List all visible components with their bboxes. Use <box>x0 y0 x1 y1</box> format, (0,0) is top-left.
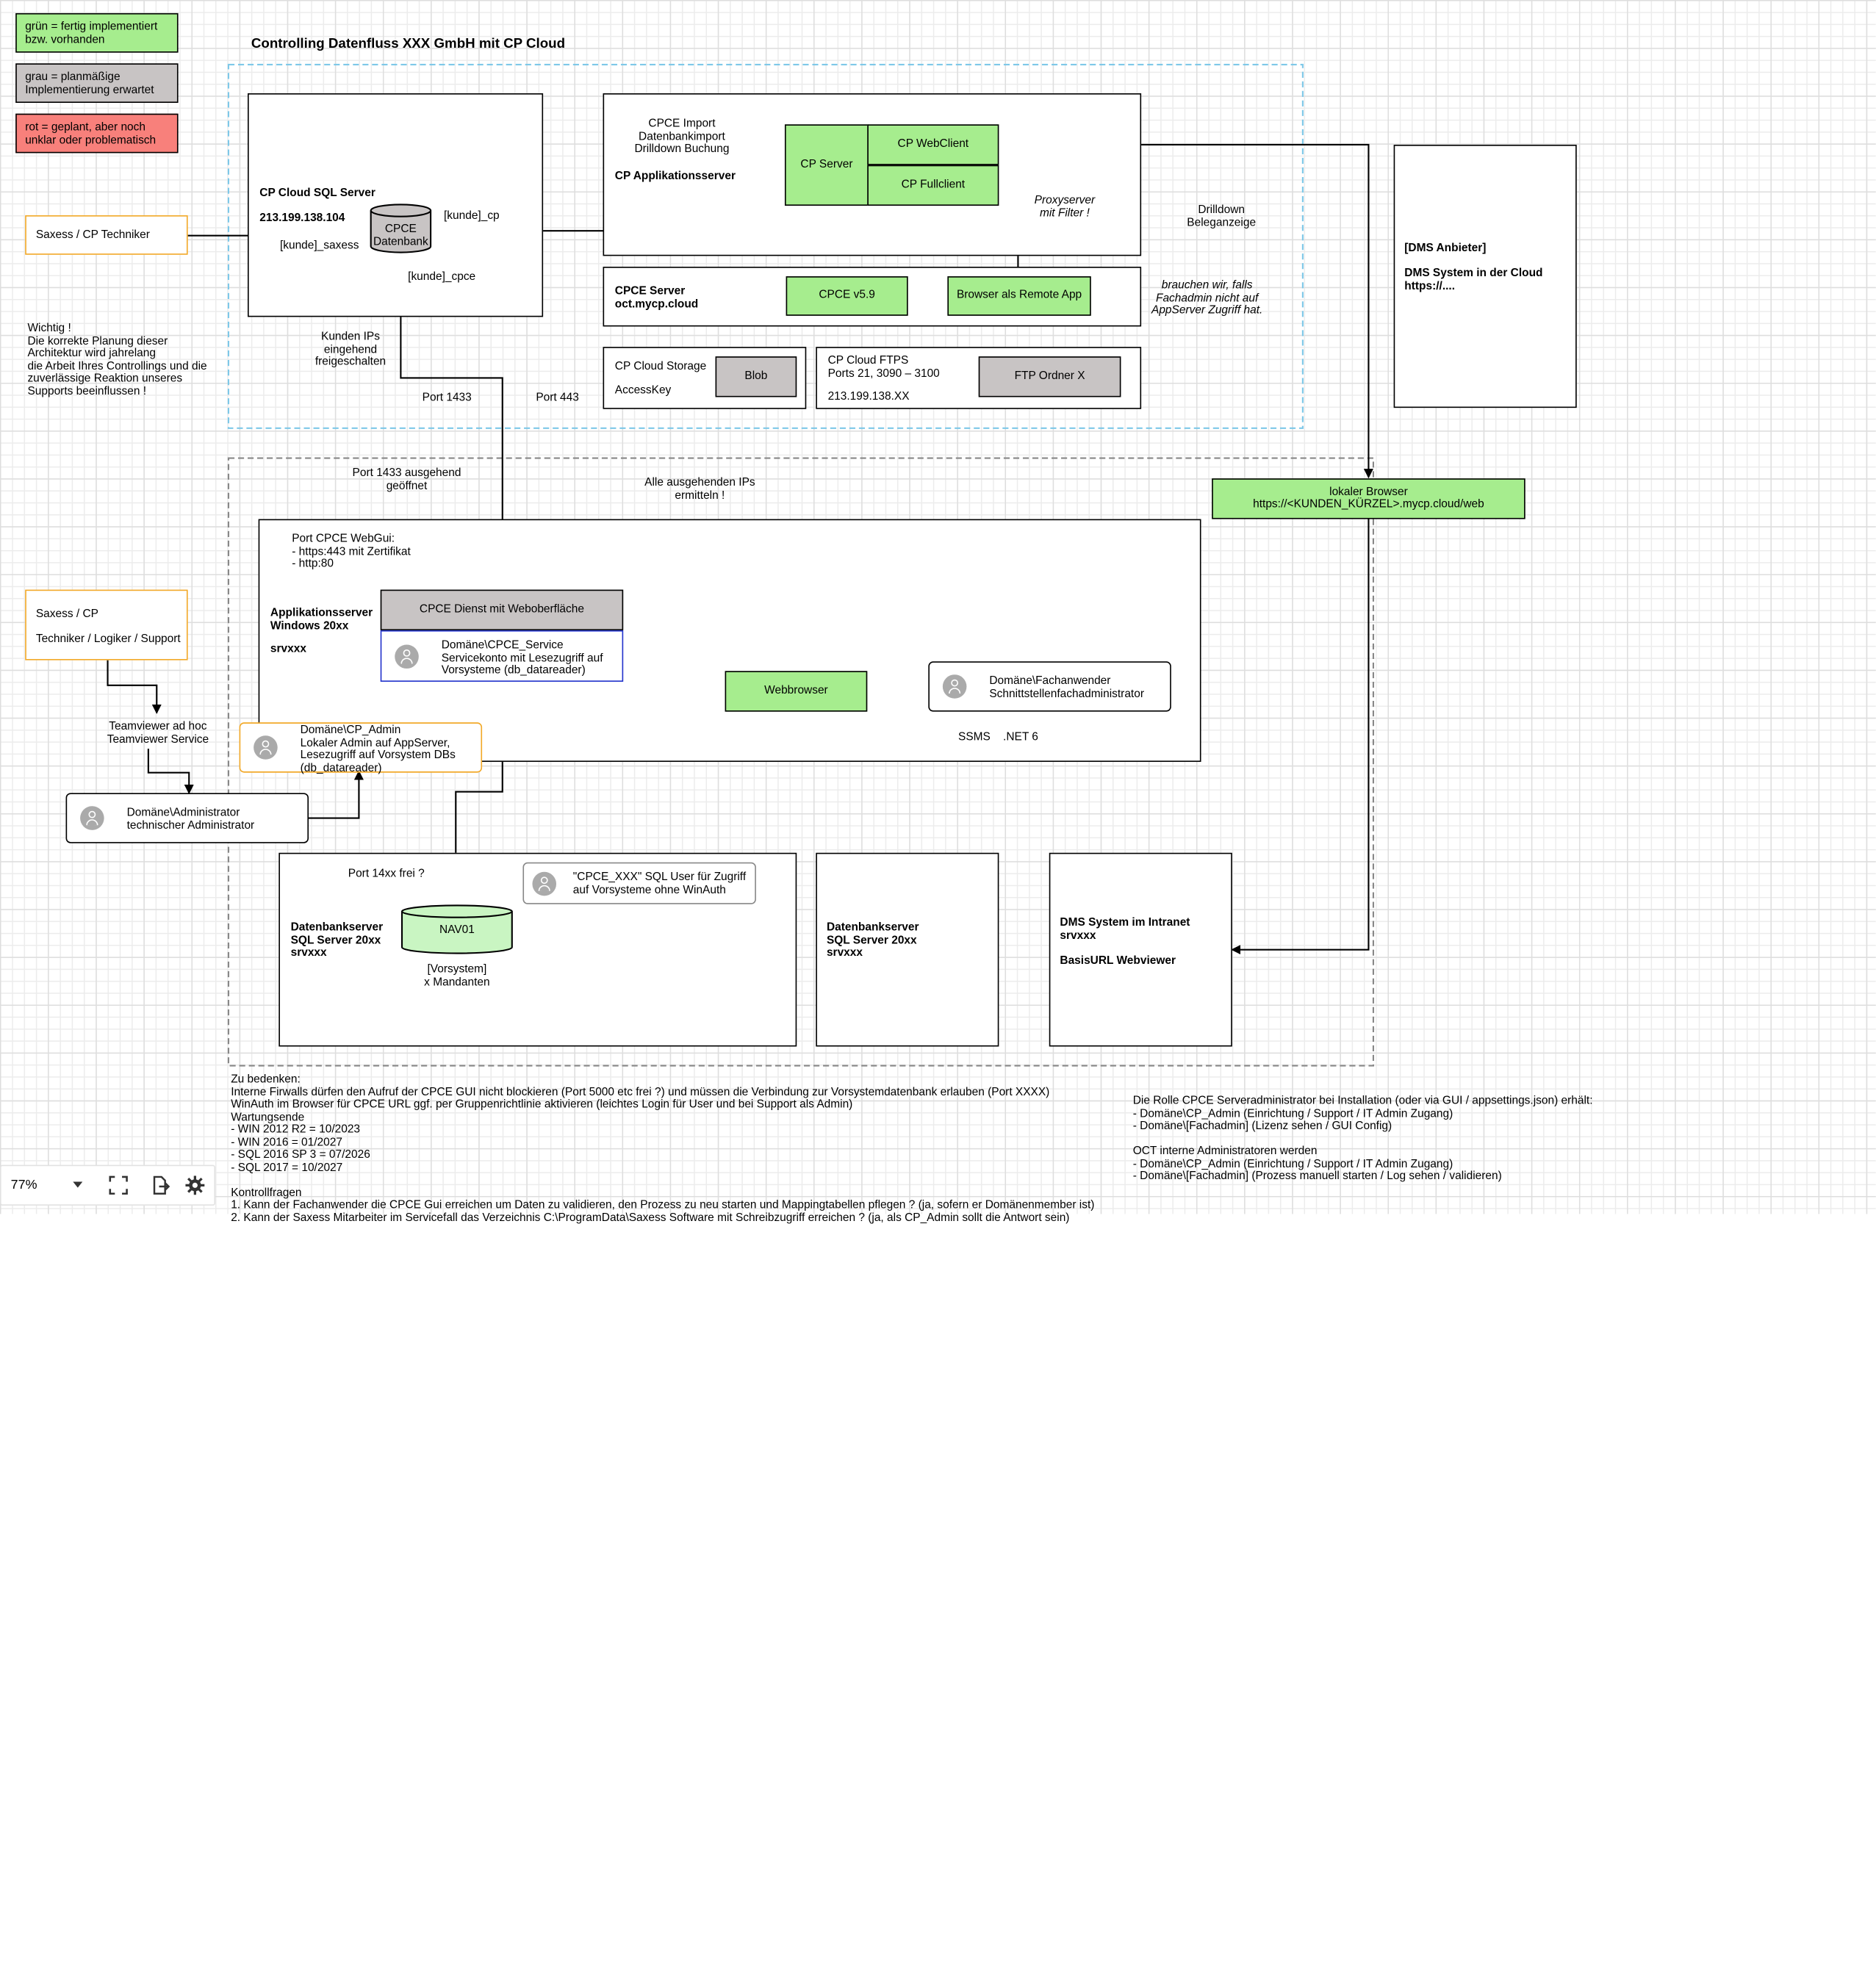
blob-box[interactable]: Blob <box>715 356 797 397</box>
port-1433-out-note: Port 1433 ausgehend geöffnet <box>352 466 461 492</box>
cpce-service-user[interactable]: Domäne\CPCE_Service Servicekonto mit Les… <box>380 630 624 682</box>
legend-red: rot = geplant, aber noch unklar oder pro… <box>15 113 179 154</box>
teamviewer-note: Teamviewer ad hoc Teamviewer Service <box>107 720 209 746</box>
legend-grey-text: grau = planmäßige Implementierung erwart… <box>25 71 154 97</box>
drilldown-note: Drilldown Beleganzeige <box>1187 203 1257 229</box>
kunden-ips-note: Kunden IPs eingehend freigeschalten <box>315 330 387 369</box>
saxess-cp-box[interactable]: Saxess / CP Techniker / Logiker / Suppor… <box>25 589 188 660</box>
db-server-1-text: Datenbankserver SQL Server 20xx srvxxx <box>290 921 384 959</box>
browser-remote-app-box[interactable]: Browser als Remote App <box>947 276 1091 316</box>
ftp-ordner-box[interactable]: FTP Ordner X <box>978 356 1121 397</box>
legend-green: grün = fertig implementiert bzw. vorhand… <box>15 12 179 53</box>
dms-cloud-box[interactable]: [DMS Anbieter] DMS System in der Cloud h… <box>1393 144 1577 408</box>
cpce-sql-user-text: "CPCE_XXX" SQL User für Zugriff auf Vors… <box>572 871 747 897</box>
port-14xx-note: Port 14xx frei ? <box>348 867 425 881</box>
sql-server-ip: 213.199.138.104 <box>259 212 345 226</box>
gear-icon[interactable] <box>185 1175 205 1195</box>
kunde-cpce-label: [kunde]_cpce <box>408 270 476 284</box>
lokaler-browser-box[interactable]: lokaler Browser https://<KUNDEN_KÜRZEL>.… <box>1212 478 1525 519</box>
cp-server-box[interactable]: CP Server <box>784 124 869 206</box>
user-icon <box>532 871 557 896</box>
cpce-sql-user[interactable]: "CPCE_XXX" SQL User für Zugriff auf Vors… <box>522 862 756 904</box>
fullscreen-icon[interactable] <box>109 1175 128 1195</box>
storage-title: CP Cloud Storage <box>614 360 707 373</box>
brauchen-note: brauchen wir, falls Fachadmin nicht auf … <box>1151 278 1263 317</box>
administrator-text: Domäne\Administrator technischer Adminis… <box>126 806 255 832</box>
administrator-user[interactable]: Domäne\Administrator technischer Adminis… <box>65 793 309 843</box>
cpce-server-title: CPCE Server oct.mycp.cloud <box>614 284 699 311</box>
ftps-ip: 213.199.138.XX <box>827 389 910 403</box>
zoom-level[interactable]: 77% <box>10 1178 37 1193</box>
nav01-database[interactable]: NAV01 <box>400 904 513 954</box>
legend-green-text: grün = fertig implementiert bzw. vorhand… <box>25 20 158 46</box>
cp-webclient-box[interactable]: CP WebClient <box>867 124 999 165</box>
cp-fullclient-box[interactable]: CP Fullclient <box>867 165 999 206</box>
vorsystem-text: [Vorsystem] x Mandanten <box>424 962 490 989</box>
dms-intranet-text: DMS System im Intranet srvxxx BasisURL W… <box>1060 916 1190 968</box>
proxy-note: Proxyserver mit Filter ! <box>1034 193 1096 220</box>
cpce-version-box[interactable]: CPCE v5.9 <box>786 276 908 316</box>
diagram-title: Controlling Datenfluss XXX GmbH mit CP C… <box>251 37 566 52</box>
app-server-title: CP Applikationsserver <box>614 170 736 184</box>
cpce-dienst-box[interactable]: CPCE Dienst mit Weboberfläche <box>380 589 624 630</box>
zoom-toolbar: 77% <box>0 1164 216 1206</box>
bottom-notes: Zu bedenken: Interne Firwalls dürfen den… <box>231 1073 1095 1225</box>
kunde-cp-label: [kunde]_cp <box>443 209 500 223</box>
fachanwender-user[interactable]: Domäne\Fachanwender Schnittstellenfachad… <box>928 661 1171 712</box>
webgui-note: Port CPCE WebGui: - https:443 mit Zertif… <box>292 532 411 571</box>
saxess-cp-text: Saxess / CP Techniker / Logiker / Suppor… <box>35 608 181 647</box>
fachanwender-text: Domäne\Fachanwender Schnittstellenfachad… <box>989 674 1144 701</box>
port-443-label: Port 443 <box>536 391 579 405</box>
cp-admin-text: Domäne\CP_Admin Lokaler Admin auf AppSer… <box>300 723 456 775</box>
storage-accesskey: AccessKey <box>614 383 672 397</box>
appserver-win-srv: srvxxx <box>270 642 306 656</box>
db-server-2-text: Datenbankserver SQL Server 20xx srvxxx <box>826 921 919 959</box>
port-1433-label: Port 1433 <box>422 391 472 405</box>
cpce-service-text: Domäne\CPCE_Service Servicekonto mit Les… <box>441 638 603 677</box>
cpce-datenbank-label: CPCE Datenbank <box>373 222 428 248</box>
webbrowser-box[interactable]: Webbrowser <box>725 671 868 712</box>
sql-server-title: CP Cloud SQL Server <box>259 186 375 200</box>
database-icon <box>370 204 432 253</box>
user-icon <box>395 644 419 669</box>
appserver-win-title: Applikationsserver Windows 20xx <box>270 606 373 633</box>
ssms-net-label: SSMS .NET 6 <box>958 730 1038 744</box>
cp-admin-user[interactable]: Domäne\CP_Admin Lokaler Admin auf AppSer… <box>239 722 483 775</box>
saxess-techniker-box[interactable]: Saxess / CP Techniker <box>25 215 188 255</box>
legend-red-text: rot = geplant, aber noch unklar oder pro… <box>25 120 157 147</box>
cpce-datenbank[interactable]: CPCE Datenbank <box>370 204 432 253</box>
database-icon <box>400 904 513 954</box>
ausgehend-note: Alle ausgehenden IPs ermitteln ! <box>644 475 755 502</box>
export-icon[interactable] <box>151 1175 170 1195</box>
roles-notes: Die Rolle CPCE Serveradministrator bei I… <box>1132 1094 1593 1184</box>
chevron-down-icon[interactable] <box>73 1181 83 1189</box>
saxess-techniker-label: Saxess / CP Techniker <box>35 228 150 242</box>
nav01-label: NAV01 <box>439 923 475 937</box>
legend-grey: grau = planmäßige Implementierung erwart… <box>15 63 179 104</box>
user-icon <box>254 735 278 760</box>
user-icon <box>942 674 967 699</box>
datenbankserver-2[interactable]: Datenbankserver SQL Server 20xx srvxxx <box>816 852 999 1047</box>
user-icon <box>80 806 104 830</box>
warning-text: Wichtig ! Die korrekte Planung dieser Ar… <box>27 321 207 398</box>
dms-cloud-text: [DMS Anbieter] DMS System in der Cloud h… <box>1404 241 1543 293</box>
ftps-title: CP Cloud FTPS Ports 21, 3090 – 3100 <box>827 353 940 380</box>
cpce-import-text: CPCE Import Datenbankimport Drilldown Bu… <box>634 117 730 156</box>
kunde-saxess-label: [kunde]_saxess <box>279 239 359 253</box>
dms-intranet-box[interactable]: DMS System im Intranet srvxxx BasisURL W… <box>1049 852 1232 1047</box>
